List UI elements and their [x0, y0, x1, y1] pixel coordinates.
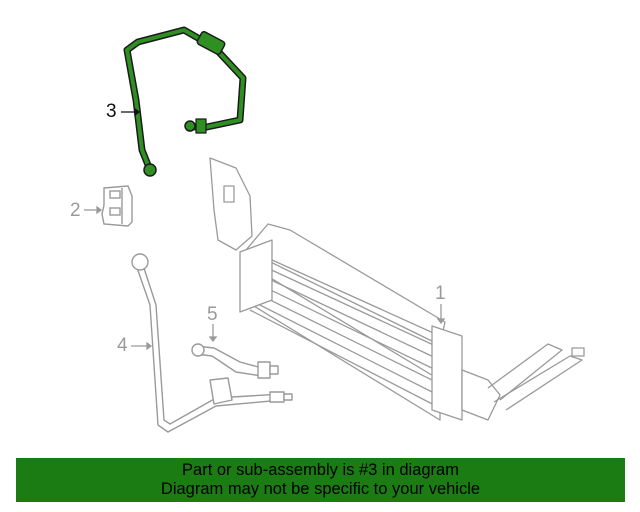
- callout-part-1[interactable]: 1: [435, 283, 446, 304]
- callout-part-5[interactable]: 5: [207, 304, 218, 325]
- part-1-oil-cooler[interactable]: [209, 157, 585, 421]
- part-2-bracket[interactable]: [101, 185, 133, 227]
- leader-lines: [84, 107, 446, 351]
- callout-part-2[interactable]: 2: [70, 200, 81, 221]
- part-3-cooler-line[interactable]: [123, 26, 247, 177]
- banner-line-2: Diagram may not be specific to your vehi…: [160, 480, 481, 498]
- part-5-line[interactable]: [191, 343, 279, 379]
- callout-part-4[interactable]: 4: [117, 335, 128, 356]
- banner-line-1: Part or sub-assembly is #3 in diagram: [182, 461, 459, 479]
- part-4-cooler-line[interactable]: [131, 253, 293, 433]
- info-banner: Part or sub-assembly is #3 in diagram Di…: [16, 458, 625, 502]
- callout-part-3[interactable]: 3: [106, 101, 117, 122]
- parts-diagram: [84, 26, 585, 433]
